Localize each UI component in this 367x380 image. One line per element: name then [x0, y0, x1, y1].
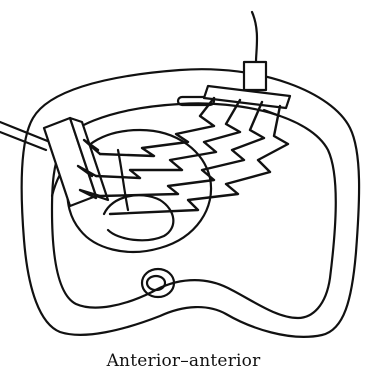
vertebra-inner [147, 276, 165, 290]
figure-caption: Anterior–anterior [0, 351, 367, 371]
heart-chamber [104, 195, 173, 240]
current-bolt-3 [100, 102, 264, 196]
anterior-anterior-diagram [0, 0, 367, 348]
current-bolt-4 [110, 106, 288, 214]
left-paddle-cable-lower [0, 132, 46, 150]
right-paddle-cable [252, 12, 257, 62]
heart-septum [118, 150, 128, 210]
right-paddle-handle [244, 62, 266, 90]
